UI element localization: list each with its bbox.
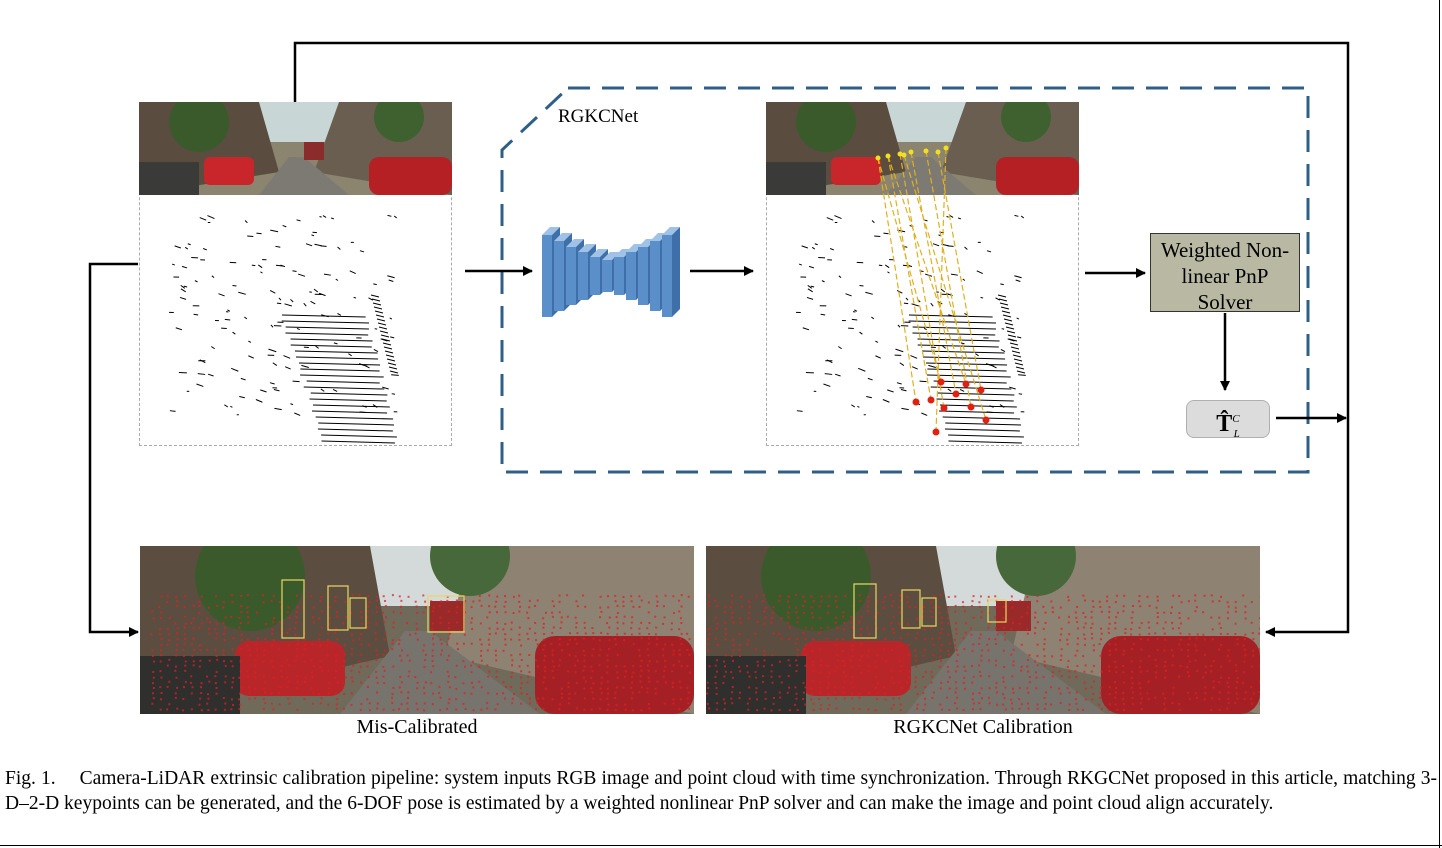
rgkcnet-calibrated-image bbox=[706, 546, 1260, 714]
network-layer-block bbox=[602, 260, 612, 292]
figure-caption: Fig. 1.Camera-LiDAR extrinsic calibratio… bbox=[5, 766, 1437, 816]
top-loop-line bbox=[293, 41, 1350, 637]
pose-subscript: L bbox=[1233, 427, 1240, 440]
input-rgb-image bbox=[139, 102, 452, 195]
network-layer-block bbox=[638, 247, 648, 305]
left-loop-line bbox=[88, 262, 139, 637]
detection-boxes bbox=[853, 583, 1007, 639]
network-layer-block bbox=[626, 252, 636, 300]
detection-boxes bbox=[281, 579, 465, 639]
solver-label-line-3: Solver bbox=[1197, 290, 1253, 314]
pose-symbol: T̂ bbox=[1216, 411, 1233, 437]
network-layer-block bbox=[554, 241, 564, 311]
network-layer-block bbox=[578, 252, 588, 300]
cloud-keypoints bbox=[912, 378, 990, 436]
figure-caption-text: Camera-LiDAR extrinsic calibration pipel… bbox=[5, 768, 1438, 814]
network-layer-block bbox=[566, 247, 576, 305]
keypoint-correspondence-lines bbox=[875, 145, 990, 436]
lidar-overlay bbox=[150, 594, 691, 712]
mis-calibrated-image bbox=[140, 546, 694, 714]
keypoint-point-cloud bbox=[796, 214, 1026, 444]
pose-superscript: C bbox=[1232, 413, 1240, 425]
rgkcnet-box-title: RGKCNet bbox=[558, 106, 639, 127]
figure-number: Fig. 1. bbox=[5, 768, 56, 789]
network-layer-block bbox=[662, 235, 672, 317]
bottom-border bbox=[0, 845, 1442, 846]
network-layer-block bbox=[542, 235, 552, 317]
keypoint-lines bbox=[877, 147, 987, 433]
rgkcnet-calibration-label: RGKCNet Calibration bbox=[893, 716, 1073, 738]
point-cloud-points bbox=[169, 214, 399, 444]
right-border bbox=[1439, 0, 1440, 848]
input-point-cloud bbox=[169, 214, 399, 444]
network-layer-block bbox=[614, 257, 624, 295]
mis-calibrated-label: Mis-Calibrated bbox=[356, 716, 478, 738]
network-layer-block bbox=[590, 257, 600, 295]
solver-label-line-2: linear PnP bbox=[1181, 264, 1269, 288]
rgkcnet-network-icon bbox=[542, 227, 680, 317]
solver-label-line-1: Weighted Non- bbox=[1160, 238, 1290, 262]
keypoint-rgb-image bbox=[766, 102, 1079, 195]
pnp-solver-box: Weighted Non- linear PnP Solver bbox=[1150, 233, 1300, 314]
network-layer-block bbox=[650, 241, 660, 311]
estimated-pose-badge: T̂CL bbox=[1186, 400, 1270, 440]
rgkcnet-dashed-box bbox=[500, 86, 1310, 474]
image-keypoints bbox=[875, 145, 949, 161]
point-cloud-points bbox=[796, 214, 1026, 444]
lidar-overlay bbox=[706, 594, 1260, 712]
